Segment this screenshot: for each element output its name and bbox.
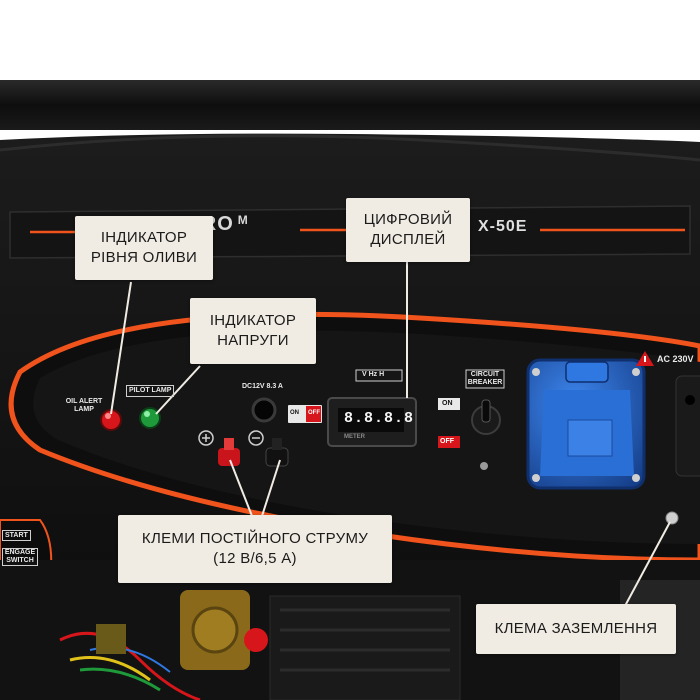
- plus-symbol: [198, 430, 214, 446]
- dc-switch-off-label: OFF: [308, 410, 320, 416]
- breaker-label-frame: [465, 369, 505, 389]
- model-label: X-50E: [478, 218, 528, 235]
- oil-alert-label-line1: OIL ALERT: [65, 398, 103, 405]
- leader-dc-pos: [229, 459, 253, 517]
- oil-alert-label: OIL ALERT LAMP: [64, 398, 104, 414]
- pilot-lamp-highlight: [144, 411, 150, 417]
- callout-display-line2: ДИСПЛЕЙ: [370, 231, 446, 248]
- ground-terminal: [665, 511, 679, 525]
- wire-red: [59, 631, 201, 700]
- socket-screw-bl: [532, 474, 540, 482]
- brand-suffix: M: [237, 213, 249, 227]
- engage-label-line1: ENGAGE: [4, 549, 36, 556]
- second-socket: [675, 375, 700, 477]
- frame-rail: [0, 80, 700, 130]
- ac-socket-label: [567, 419, 613, 457]
- callout-voltage-line2: НАПРУГИ: [217, 332, 289, 349]
- battery-clip: [244, 628, 268, 652]
- breaker-label-line1: CIRCUIT: [470, 371, 500, 378]
- leader-voltage: [155, 365, 201, 415]
- ac-socket-hinge: [565, 361, 609, 383]
- callout-voltage-indicator: ІНДИКАТОР НАПРУГИ: [190, 298, 316, 364]
- meter-digits: 8.8.8.8: [344, 410, 415, 427]
- socket-screw-br: [632, 474, 640, 482]
- relay-box: [96, 624, 126, 654]
- breaker-off-box: [438, 436, 460, 448]
- breaker-label: CIRCUIT BREAKER: [466, 371, 504, 387]
- breaker-off-label: OFF: [440, 438, 454, 445]
- positive-terminal: [218, 448, 240, 466]
- callout-ground-line1: КЛЕМА ЗАЗЕМЛЕННЯ: [494, 620, 658, 637]
- callout-dc-line2: (12 В/6,5 А): [213, 550, 297, 567]
- breaker-label-line2: BREAKER: [467, 379, 503, 386]
- panel-screw: [480, 462, 488, 470]
- oil-alert-label-line2: LAMP: [74, 406, 94, 413]
- breaker-on-label: ON: [442, 400, 453, 407]
- socket-screw-tl: [532, 368, 540, 376]
- callout-dc-line1: КЛЕМИ ПОСТІЙНОГО СТРУМУ: [141, 530, 369, 547]
- minus-symbol: [248, 430, 264, 446]
- callout-oil-indicator: ІНДИКАТОР РІВНЯ ОЛИВИ: [75, 216, 213, 280]
- second-socket-hole: [685, 395, 695, 405]
- warning-icon-bang: [644, 356, 646, 362]
- meter-caption: METER: [344, 434, 365, 440]
- callout-oil-line2: РІВНЯ ОЛИВИ: [90, 249, 198, 266]
- negative-terminal-cap: [272, 438, 282, 450]
- meter-units-label: V Hz H: [362, 371, 385, 378]
- breaker-on-box: [438, 398, 460, 410]
- starter-gear: [191, 606, 239, 654]
- dc-socket: [251, 397, 277, 423]
- callout-voltage-line1: ІНДИКАТОР: [209, 312, 297, 329]
- breaker-toggle: [481, 399, 491, 423]
- lid-contour: [0, 134, 700, 162]
- callout-digital-display: ЦИФРОВИЙ ДИСПЛЕЙ: [346, 198, 470, 262]
- callout-ground-terminal: КЛЕМА ЗАЗЕМЛЕННЯ: [476, 604, 676, 654]
- pilot-lamp-label: PILOT LAMP: [126, 385, 175, 397]
- leader-ground: [624, 521, 671, 607]
- leader-oil: [110, 281, 132, 415]
- ac-voltage-label: AC 230V: [657, 354, 694, 364]
- leader-dc-neg: [261, 459, 281, 517]
- positive-terminal-cap: [224, 438, 234, 450]
- callout-display-line1: ЦИФРОВИЙ: [363, 211, 453, 228]
- engage-switch-label: ENGAGE SWITCH: [2, 548, 38, 566]
- oil-lamp-highlight: [105, 413, 111, 419]
- dc-label: DC12V 8.3 A: [242, 383, 283, 390]
- pilot-lamp: [139, 407, 161, 429]
- meter-units-frame: [355, 369, 403, 382]
- callout-dc-terminals: КЛЕМИ ПОСТІЙНОГО СТРУМУ (12 В/6,5 А): [118, 515, 392, 583]
- dc-switch-on-label: ON: [290, 410, 299, 416]
- negative-terminal: [265, 447, 289, 467]
- engage-label-line2: SWITCH: [6, 557, 34, 564]
- dc-switch-off-half: [306, 406, 321, 422]
- wire-yellow: [69, 656, 151, 682]
- socket-screw-tr: [632, 368, 640, 376]
- callout-oil-line1: ІНДИКАТОР: [100, 229, 188, 246]
- meter-screen: [338, 408, 404, 432]
- start-label: START: [2, 530, 31, 541]
- wire-green: [79, 667, 161, 692]
- engine-block: [269, 595, 461, 700]
